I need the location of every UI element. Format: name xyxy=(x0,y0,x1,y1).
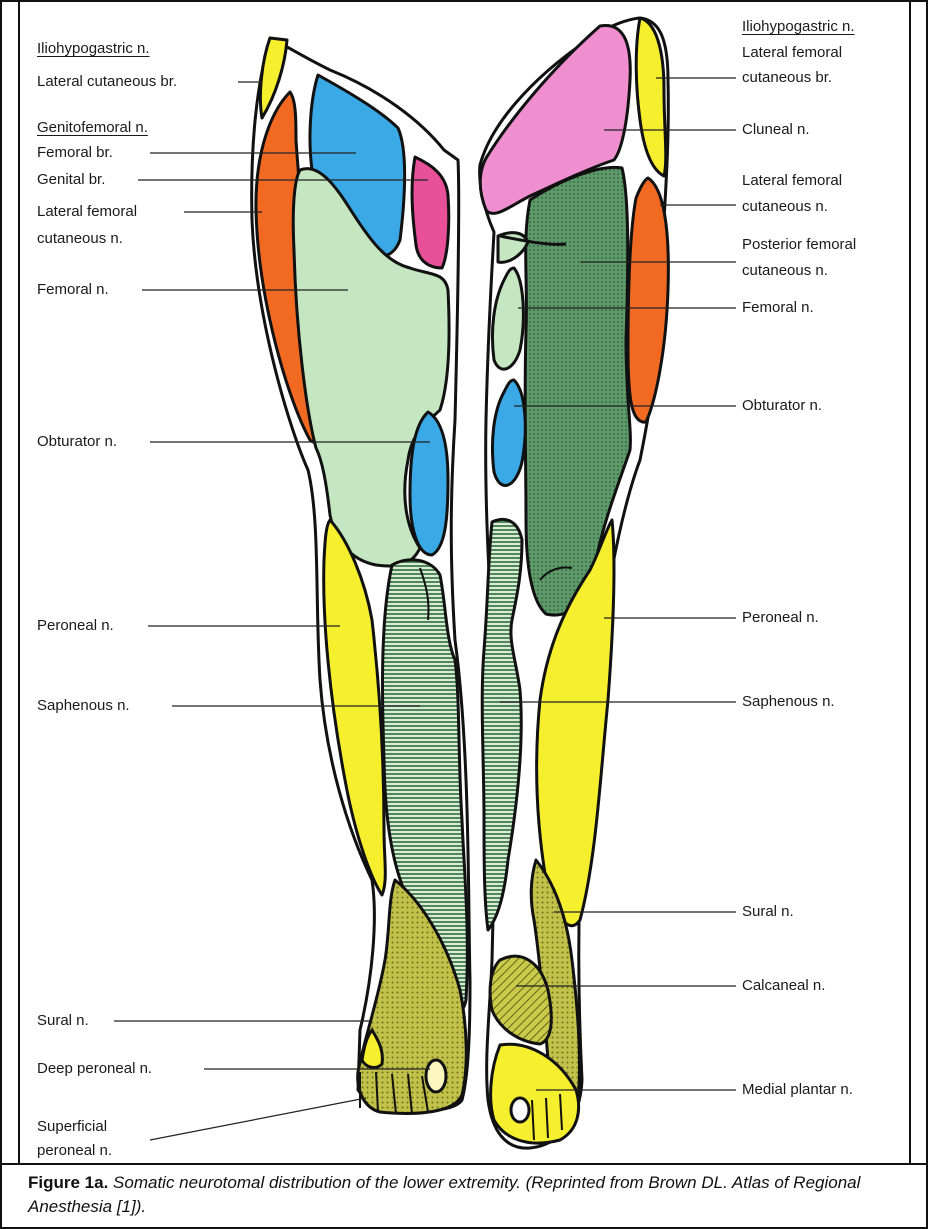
label-right-lateral-femoral-1: Lateral femoral xyxy=(742,172,842,190)
caption-text: Somatic neurotomal distribution of the l… xyxy=(28,1173,860,1216)
label-left-deep-peroneal: Deep peroneal n. xyxy=(37,1060,152,1078)
label-left-superficial-peroneal-2: peroneal n. xyxy=(37,1142,112,1160)
label-left-genital-br: Genital br. xyxy=(37,171,105,189)
leader-superficial-peroneal xyxy=(150,1098,366,1140)
label-left-lateral-cutaneous-br: Lateral cutaneous br. xyxy=(37,73,177,91)
label-left-femoral: Femoral n. xyxy=(37,281,109,299)
label-right-lat-fem-br-1: Lateral femoral xyxy=(742,44,842,62)
caption-figure-number: Figure 1a. xyxy=(28,1173,108,1192)
label-left-genitofemoral: Genitofemoral n. xyxy=(37,119,148,137)
label-right-cluneal: Cluneal n. xyxy=(742,121,810,139)
left-obturator-region xyxy=(410,412,448,555)
label-left-peroneal: Peroneal n. xyxy=(37,617,114,635)
label-right-sural: Sural n. xyxy=(742,903,794,921)
label-right-posterior-femoral-2: cutaneous n. xyxy=(742,262,828,280)
label-left-lateral-femoral-2: cutaneous n. xyxy=(37,230,123,248)
right-lateral-femoral-cutaneous-region xyxy=(628,178,668,422)
label-right-medial-plantar: Medial plantar n. xyxy=(742,1081,853,1099)
posterior-leg xyxy=(480,18,669,1148)
figure-caption: Figure 1a. Somatic neurotomal distributi… xyxy=(28,1171,908,1219)
label-right-peroneal: Peroneal n. xyxy=(742,609,819,627)
right-heel-spot xyxy=(511,1098,529,1122)
label-right-femoral: Femoral n. xyxy=(742,299,814,317)
label-right-posterior-femoral-1: Posterior femoral xyxy=(742,236,856,254)
left-deep-peroneal-region xyxy=(426,1060,446,1092)
label-right-saphenous: Saphenous n. xyxy=(742,693,835,711)
label-left-saphenous: Saphenous n. xyxy=(37,697,130,715)
label-right-lateral-femoral-2: cutaneous n. xyxy=(742,198,828,216)
anterior-leg xyxy=(252,38,470,1114)
label-left-lateral-femoral-1: Lateral femoral xyxy=(37,203,137,221)
label-left-obturator: Obturator n. xyxy=(37,433,117,451)
label-left-femoral-br: Femoral br. xyxy=(37,144,113,162)
label-right-calcaneal: Calcaneal n. xyxy=(742,977,825,995)
label-right-lat-fem-br-2: cutaneous br. xyxy=(742,69,832,87)
label-left-iliohypogastric: Iliohypogastric n. xyxy=(37,40,150,58)
label-right-obturator: Obturator n. xyxy=(742,397,822,415)
label-left-sural: Sural n. xyxy=(37,1012,89,1030)
label-left-superficial-peroneal-1: Superficial xyxy=(37,1118,107,1136)
label-right-iliohypogastric: Iliohypogastric n. xyxy=(742,18,855,36)
